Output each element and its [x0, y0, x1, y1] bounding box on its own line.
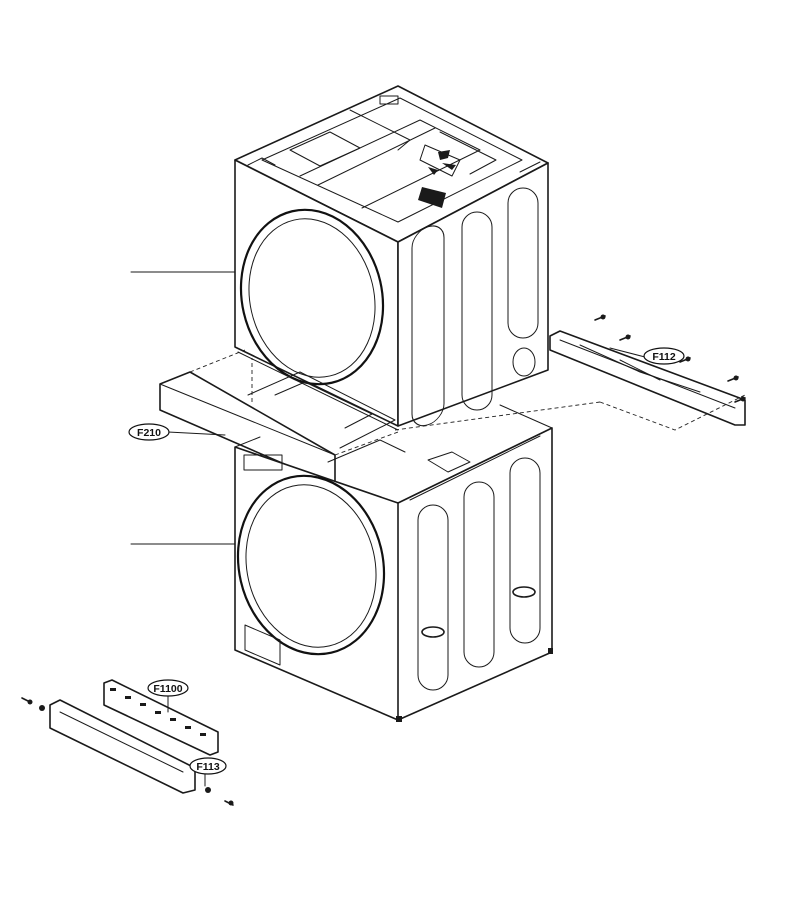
callout-f1100-text: F1100: [153, 683, 182, 695]
side-bracket: [394, 314, 746, 431]
lower-washer-unit: [234, 404, 553, 722]
callout-f210: F210: [128, 423, 170, 441]
kick-plate-assembly: [21, 679, 234, 806]
screw-icon: [594, 314, 746, 403]
callout-f1100: F1100: [147, 679, 189, 697]
callout-f113: F113: [189, 757, 227, 775]
stacking-shelf: [159, 349, 406, 487]
leader-lines: [130, 271, 646, 787]
upper-dryer-unit: [234, 85, 549, 431]
callout-f112-text: F112: [652, 351, 676, 363]
callout-f210-text: F210: [137, 427, 161, 439]
vent-slots: [110, 688, 206, 736]
screw-icon: [21, 697, 234, 806]
callout-f113-text: F113: [196, 761, 220, 773]
callout-f112: F112: [643, 347, 685, 365]
